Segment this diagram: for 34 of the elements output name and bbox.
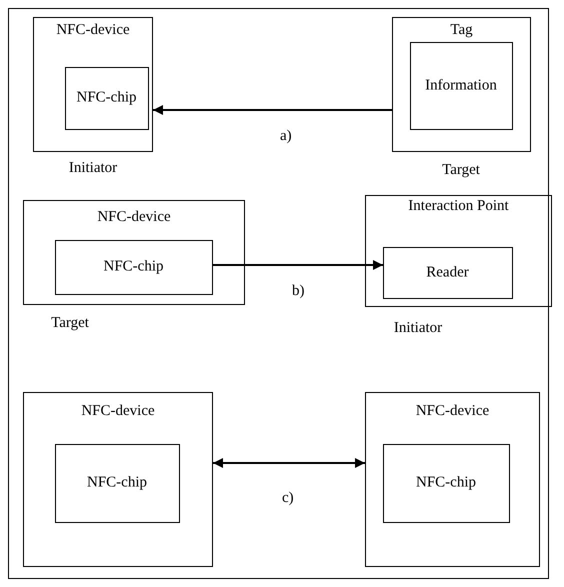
inner-box <box>382 246 512 298</box>
box-title: NFC-device <box>80 403 156 420</box>
box-title: Tag <box>449 22 474 39</box>
box-title: NFC-chip <box>86 474 148 492</box>
arrow <box>213 260 383 270</box>
role-label: Initiator <box>394 320 442 337</box>
edge-label: b) <box>290 283 306 300</box>
outer-box <box>23 392 213 567</box>
role-label: Initiator <box>68 160 118 177</box>
inner-box <box>410 42 512 130</box>
inner-box <box>382 444 510 522</box>
outer-box <box>392 17 531 152</box>
edge-label: a) <box>278 128 294 145</box>
box-title: Information <box>424 77 498 94</box>
role-label: Target <box>442 162 480 179</box>
box-title: NFC-device <box>55 22 131 39</box>
edge-label: c) <box>280 490 296 507</box>
box-title: Reader <box>425 264 470 281</box>
arrow <box>153 105 392 115</box>
box-title: NFC-device <box>96 209 172 226</box>
outer-box <box>365 195 552 307</box>
role-label: Target <box>51 315 89 332</box>
box-title: NFC-chip <box>102 258 164 276</box>
box-title: NFC-device <box>414 403 490 420</box>
inner-box <box>54 240 212 294</box>
box-title: Interaction Point <box>407 198 510 215</box>
inner-box <box>64 66 148 130</box>
box-title: NFC-chip <box>415 474 477 492</box>
box-title: NFC-chip <box>76 90 138 106</box>
arrow <box>213 458 365 468</box>
outer-box <box>33 17 153 152</box>
outer-box <box>365 392 540 567</box>
outer-box <box>23 200 245 305</box>
inner-box <box>54 444 180 522</box>
